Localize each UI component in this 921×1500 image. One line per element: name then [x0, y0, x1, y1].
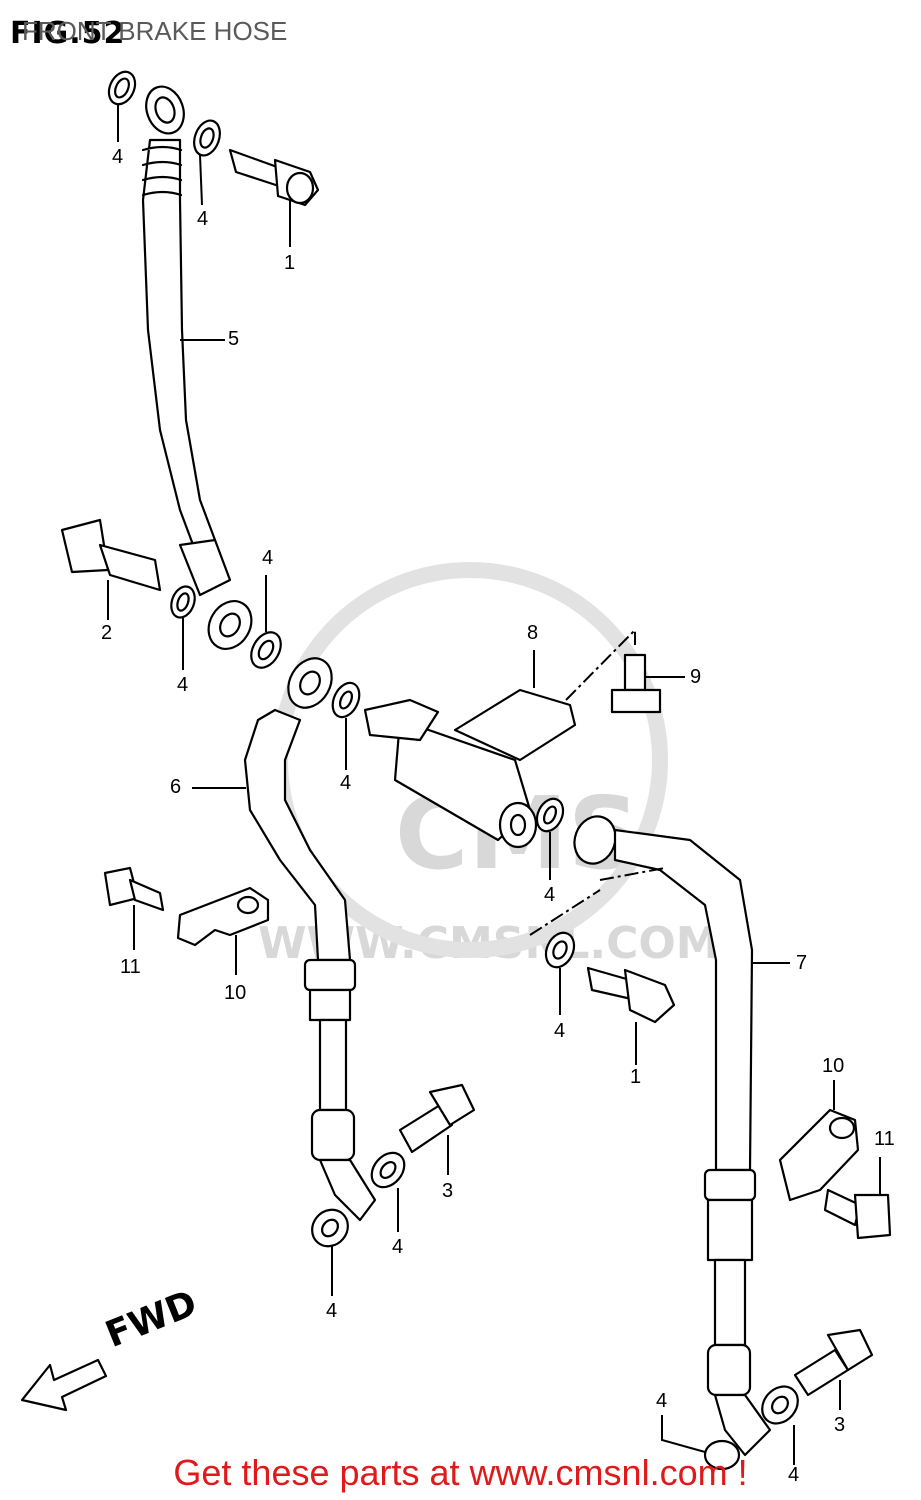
callout-label: 4	[544, 884, 556, 906]
callout-label: 11	[120, 956, 141, 978]
callout-label: 6	[170, 776, 182, 798]
callout-label: 4	[177, 674, 189, 696]
clamp-10-left	[176, 886, 270, 947]
callout-label: 5	[228, 328, 240, 350]
callout-label: 3	[442, 1180, 454, 1202]
callout-label: 2	[101, 622, 113, 644]
callout-label: 10	[822, 1055, 845, 1077]
callout-label: 4	[788, 1464, 800, 1486]
callout-label: 4	[326, 1300, 338, 1322]
figure-label: FIG.52	[10, 16, 126, 51]
callout-label: 4	[656, 1390, 668, 1412]
callout-label: 9	[690, 666, 702, 688]
callout-label: 4	[262, 547, 274, 569]
callout-label: 1	[284, 252, 296, 274]
callout-label: 4	[112, 146, 124, 168]
callout-label: 4	[392, 1236, 404, 1258]
callout-label: 8	[527, 622, 539, 644]
callout-label: 11	[874, 1128, 895, 1150]
fwd-arrow-icon	[20, 1358, 108, 1412]
callout-label: 7	[796, 952, 808, 974]
callout-label: 4	[197, 208, 209, 230]
joint-8	[453, 688, 577, 762]
hose-5	[141, 138, 217, 552]
callout-label: 4	[554, 1020, 566, 1042]
bolt-9	[623, 653, 647, 692]
washer-low-right-2	[703, 1439, 741, 1471]
callout-label: 3	[834, 1414, 846, 1436]
page-title: FRONT BRAKE HOSE	[22, 16, 288, 46]
callout-label: 4	[340, 772, 352, 794]
bolt-11-right	[823, 1188, 862, 1227]
callout-label: 10	[224, 982, 247, 1004]
footer-link[interactable]: Get these parts at www.cmsnl.com !	[173, 1452, 748, 1493]
banjo-hose-7-top	[573, 815, 617, 865]
callout-label: 1	[630, 1066, 642, 1088]
